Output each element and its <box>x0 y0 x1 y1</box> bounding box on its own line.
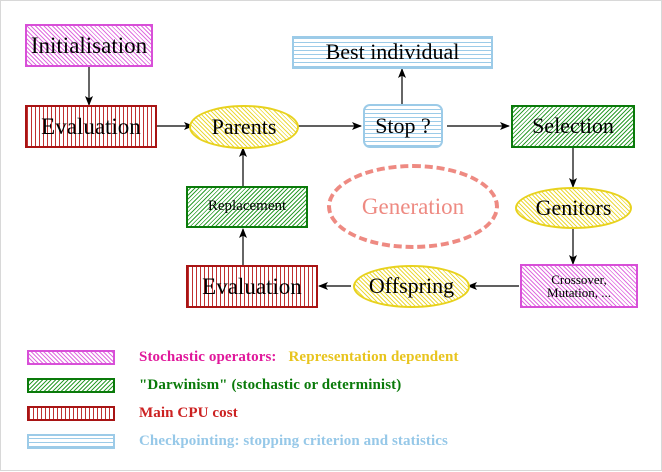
legend-swatch-blue-horizontal-hatch-icon <box>27 433 115 449</box>
legend-row-stochastic: Stochastic operators: Representation dep… <box>27 346 459 368</box>
node-crossover-label-line1: Crossover, <box>551 271 607 287</box>
node-evaluation-top[interactable]: Evaluation <box>25 105 157 148</box>
node-selection[interactable]: Selection <box>511 105 635 148</box>
node-crossover-label-line2: Mutation, ... <box>547 285 611 300</box>
legend-label-darwinism: "Darwinism" (stochastic or determinist) <box>139 376 402 393</box>
node-parents[interactable]: Parents <box>189 105 299 149</box>
legend-row-checkpointing: Checkpointing: stopping criterion and st… <box>27 430 448 452</box>
node-replacement[interactable]: Replacement <box>186 186 308 228</box>
node-generation: Generation <box>327 164 499 249</box>
node-genitors[interactable]: Genitors <box>515 187 632 229</box>
node-best-individual-label: Best individual <box>325 39 460 65</box>
node-evaluation-bottom-label: Evaluation <box>202 273 302 299</box>
node-evaluation-top-label: Evaluation <box>41 113 141 139</box>
node-initialisation-label: Initialisation <box>30 32 148 58</box>
legend-swatch-magenta-diagonal-hatch-icon <box>27 349 115 365</box>
node-selection-label: Selection <box>532 113 614 139</box>
node-generation-label: Generation <box>361 193 465 219</box>
node-crossover-mutation[interactable]: Crossover, Mutation, ... <box>520 264 638 308</box>
node-initialisation[interactable]: Initialisation <box>25 24 153 67</box>
node-replacement-label: Replacement <box>207 198 287 215</box>
node-offspring-label: Offspring <box>368 273 455 299</box>
node-stop[interactable]: Stop ? <box>363 104 443 148</box>
node-parents-label: Parents <box>211 113 277 139</box>
legend-row-darwinism: "Darwinism" (stochastic or determinist) <box>27 374 401 396</box>
node-offspring[interactable]: Offspring <box>353 265 470 308</box>
node-evaluation-bottom[interactable]: Evaluation <box>186 265 318 308</box>
node-genitors-label: Genitors <box>535 194 612 220</box>
legend-label-representation-dependent: Representation dependent <box>288 348 459 365</box>
legend-swatch-green-diagonal-hatch-icon <box>27 377 115 393</box>
node-stop-label: Stop ? <box>375 112 431 138</box>
legend-row-cpu-cost: Main CPU cost <box>27 402 238 424</box>
legend-label-stochastic: Stochastic operators: <box>139 348 277 365</box>
legend: Stochastic operators: Representation dep… <box>1 341 662 472</box>
legend-label-checkpointing: Checkpointing: stopping criterion and st… <box>139 432 448 449</box>
node-best-individual[interactable]: Best individual <box>292 36 493 69</box>
legend-label-cpu-cost: Main CPU cost <box>139 404 238 421</box>
legend-swatch-red-vertical-hatch-icon <box>27 405 115 421</box>
